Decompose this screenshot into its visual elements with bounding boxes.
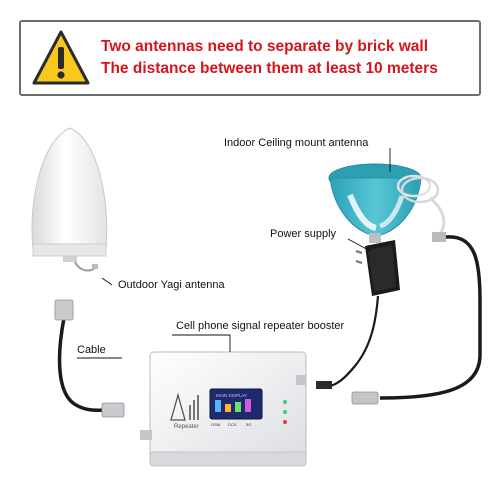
outdoor-yagi-antenna xyxy=(31,127,108,272)
cable-connector-top xyxy=(54,299,74,321)
indoor-cable-connector xyxy=(351,391,379,405)
power-supply-leader xyxy=(347,238,373,253)
cable-connector-bottom xyxy=(101,402,125,418)
band-label-2: DCS xyxy=(228,422,237,427)
indoor-antenna-cable xyxy=(379,235,482,400)
warning-triangle-icon xyxy=(32,30,90,85)
outdoor-antenna-leader xyxy=(101,277,113,286)
warning-line-2: The distance between them at least 10 me… xyxy=(101,60,438,77)
repeater-brand: Repeater xyxy=(174,424,199,430)
indoor-ceiling-antenna xyxy=(328,163,446,243)
outdoor-port xyxy=(140,430,152,440)
status-led xyxy=(283,410,287,414)
label-outdoor-antenna: Outdoor Yagi antenna xyxy=(118,279,225,291)
label-indoor-antenna: Indoor Ceiling mount antenna xyxy=(224,137,369,149)
band-label-3: 3G xyxy=(246,422,251,427)
screen-title: MAIN DISPLAY xyxy=(216,393,247,398)
warning-line-1: Two antennas need to separate by brick w… xyxy=(101,38,429,55)
outdoor-antenna-cable xyxy=(57,317,109,413)
label-cable: Cable xyxy=(77,344,106,356)
status-led xyxy=(283,400,287,404)
status-led xyxy=(283,420,287,424)
label-power-supply: Power supply xyxy=(270,228,337,240)
power-supply-adapter xyxy=(316,240,400,389)
band-label-1: GSM xyxy=(211,422,220,427)
warning-text: Two antennas need to separate by brick w… xyxy=(101,36,476,80)
callout-lines xyxy=(77,148,391,359)
repeater-leader xyxy=(172,334,231,352)
warning-banner: Two antennas need to separate by brick w… xyxy=(19,20,481,96)
repeater-booster-device: Repeater MAIN DISPLAY GSM DCS 3G xyxy=(140,351,307,467)
label-repeater: Cell phone signal repeater booster xyxy=(176,320,345,332)
